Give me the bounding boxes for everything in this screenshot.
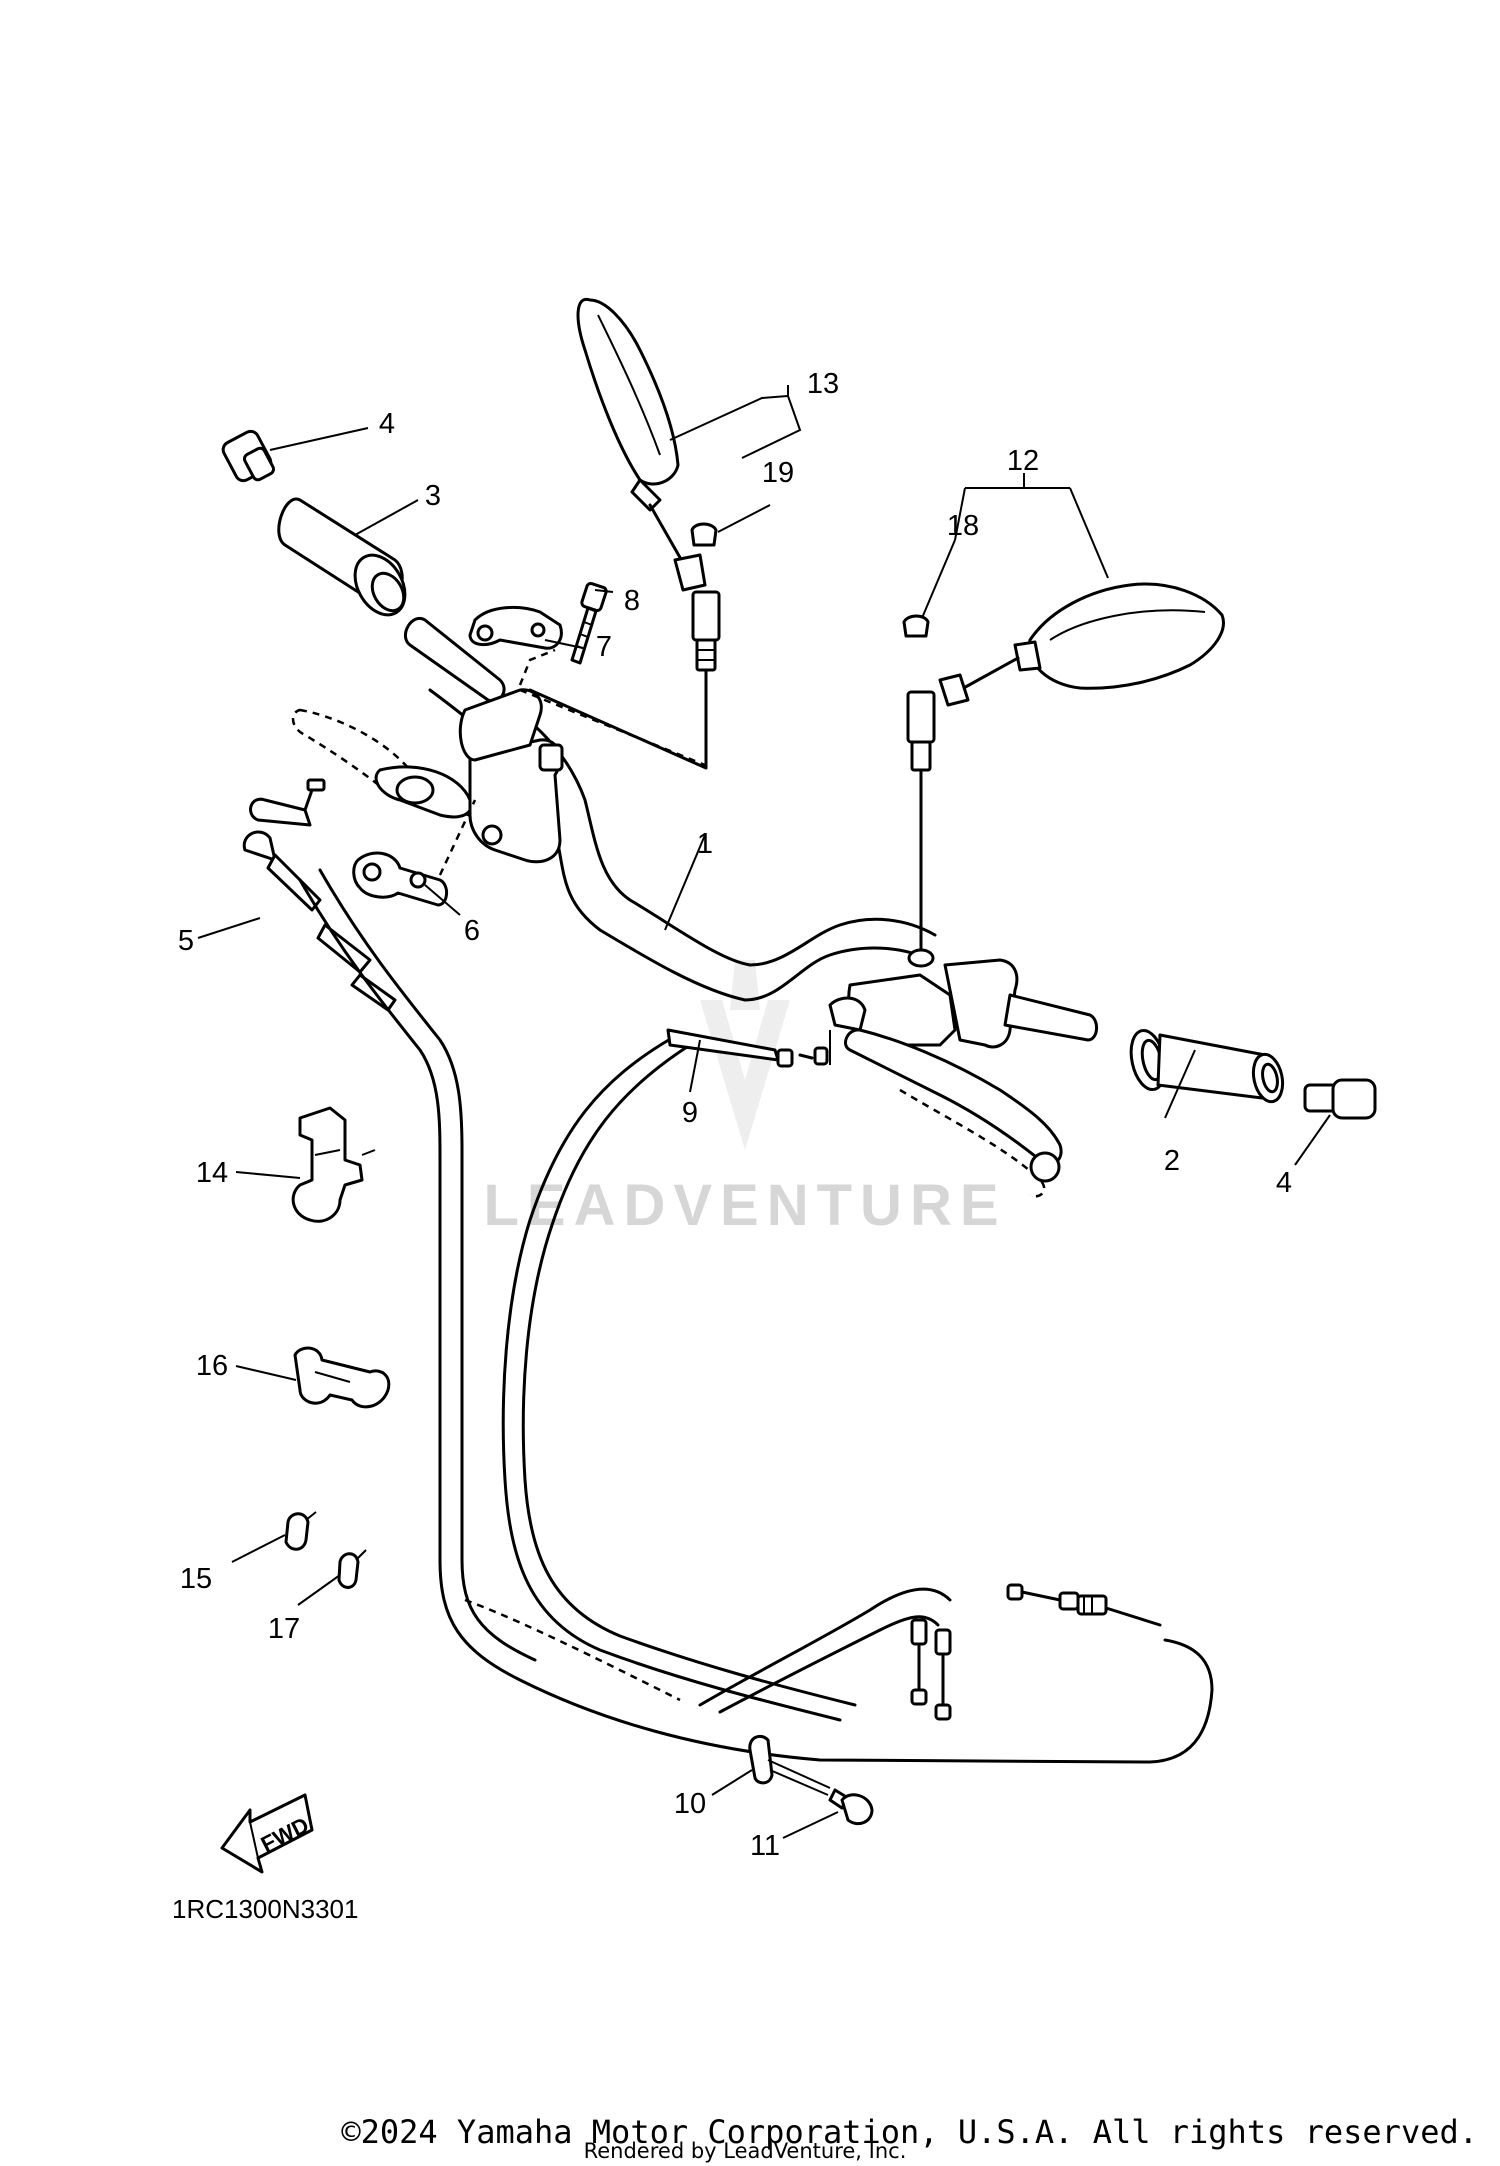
callout-4-right: 4 <box>1276 1167 1292 1199</box>
diagram-code: 1RC1300N3301 <box>172 1894 358 1924</box>
clamp-lower <box>352 851 448 907</box>
bolt-11 <box>828 1788 874 1826</box>
callout-10: 10 <box>674 1788 706 1820</box>
callout-12: 12 <box>1007 445 1039 477</box>
fwd-arrow-icon: FWD <box>220 1793 314 1874</box>
cap-18 <box>902 614 930 638</box>
callout-4-left: 4 <box>379 408 395 440</box>
callout-19: 19 <box>762 457 794 489</box>
clutch-cable <box>501 1028 857 1722</box>
callout-13: 13 <box>807 368 839 400</box>
throttle-cables <box>242 778 1214 1764</box>
watermark-text: LEADVENTURE <box>483 1173 1006 1238</box>
left-grip <box>277 497 506 703</box>
callout-11: 11 <box>750 1830 780 1862</box>
callout-14: 14 <box>196 1157 228 1189</box>
callout-16: 16 <box>196 1350 228 1382</box>
left-lever-assembly <box>291 688 564 864</box>
callouts: 1 2 3 4 4 5 6 7 8 9 10 11 12 13 14 15 16… <box>178 368 1292 1862</box>
callout-1: 1 <box>697 828 713 860</box>
right-lever-assembly <box>828 958 1098 1198</box>
callout-6: 6 <box>464 915 480 947</box>
callout-3: 3 <box>425 480 441 512</box>
clamp-16 <box>293 1346 391 1409</box>
rendered-by-text: Rendered by LeadVenture, Inc. <box>584 2139 907 2163</box>
callout-9: 9 <box>682 1097 698 1129</box>
left-bar-end <box>221 429 276 483</box>
clip-17 <box>337 1549 367 1589</box>
callout-8: 8 <box>624 585 640 617</box>
clamp-14 <box>291 1106 376 1223</box>
callout-18: 18 <box>947 510 979 542</box>
cable-junction <box>698 1587 952 1721</box>
callout-15: 15 <box>180 1563 212 1595</box>
clamp-holder <box>468 606 563 650</box>
cap-19 <box>690 522 718 547</box>
callout-5: 5 <box>178 925 194 957</box>
callout-2: 2 <box>1164 1145 1180 1177</box>
callout-17: 17 <box>268 1613 300 1645</box>
mirror-right <box>906 582 1225 772</box>
cable-guide-10 <box>748 1734 831 1796</box>
copyright-text: ©2024 Yamaha Motor Corporation, U.S.A. A… <box>341 2113 1478 2151</box>
cable-end-right <box>1006 1583 1162 1627</box>
mirror-left <box>576 297 721 672</box>
right-grip <box>1129 1028 1285 1104</box>
clip-15 <box>284 1511 317 1551</box>
leader-lines <box>197 385 1331 1839</box>
callout-7: 7 <box>596 631 612 663</box>
right-bar-end <box>1303 1078 1377 1120</box>
